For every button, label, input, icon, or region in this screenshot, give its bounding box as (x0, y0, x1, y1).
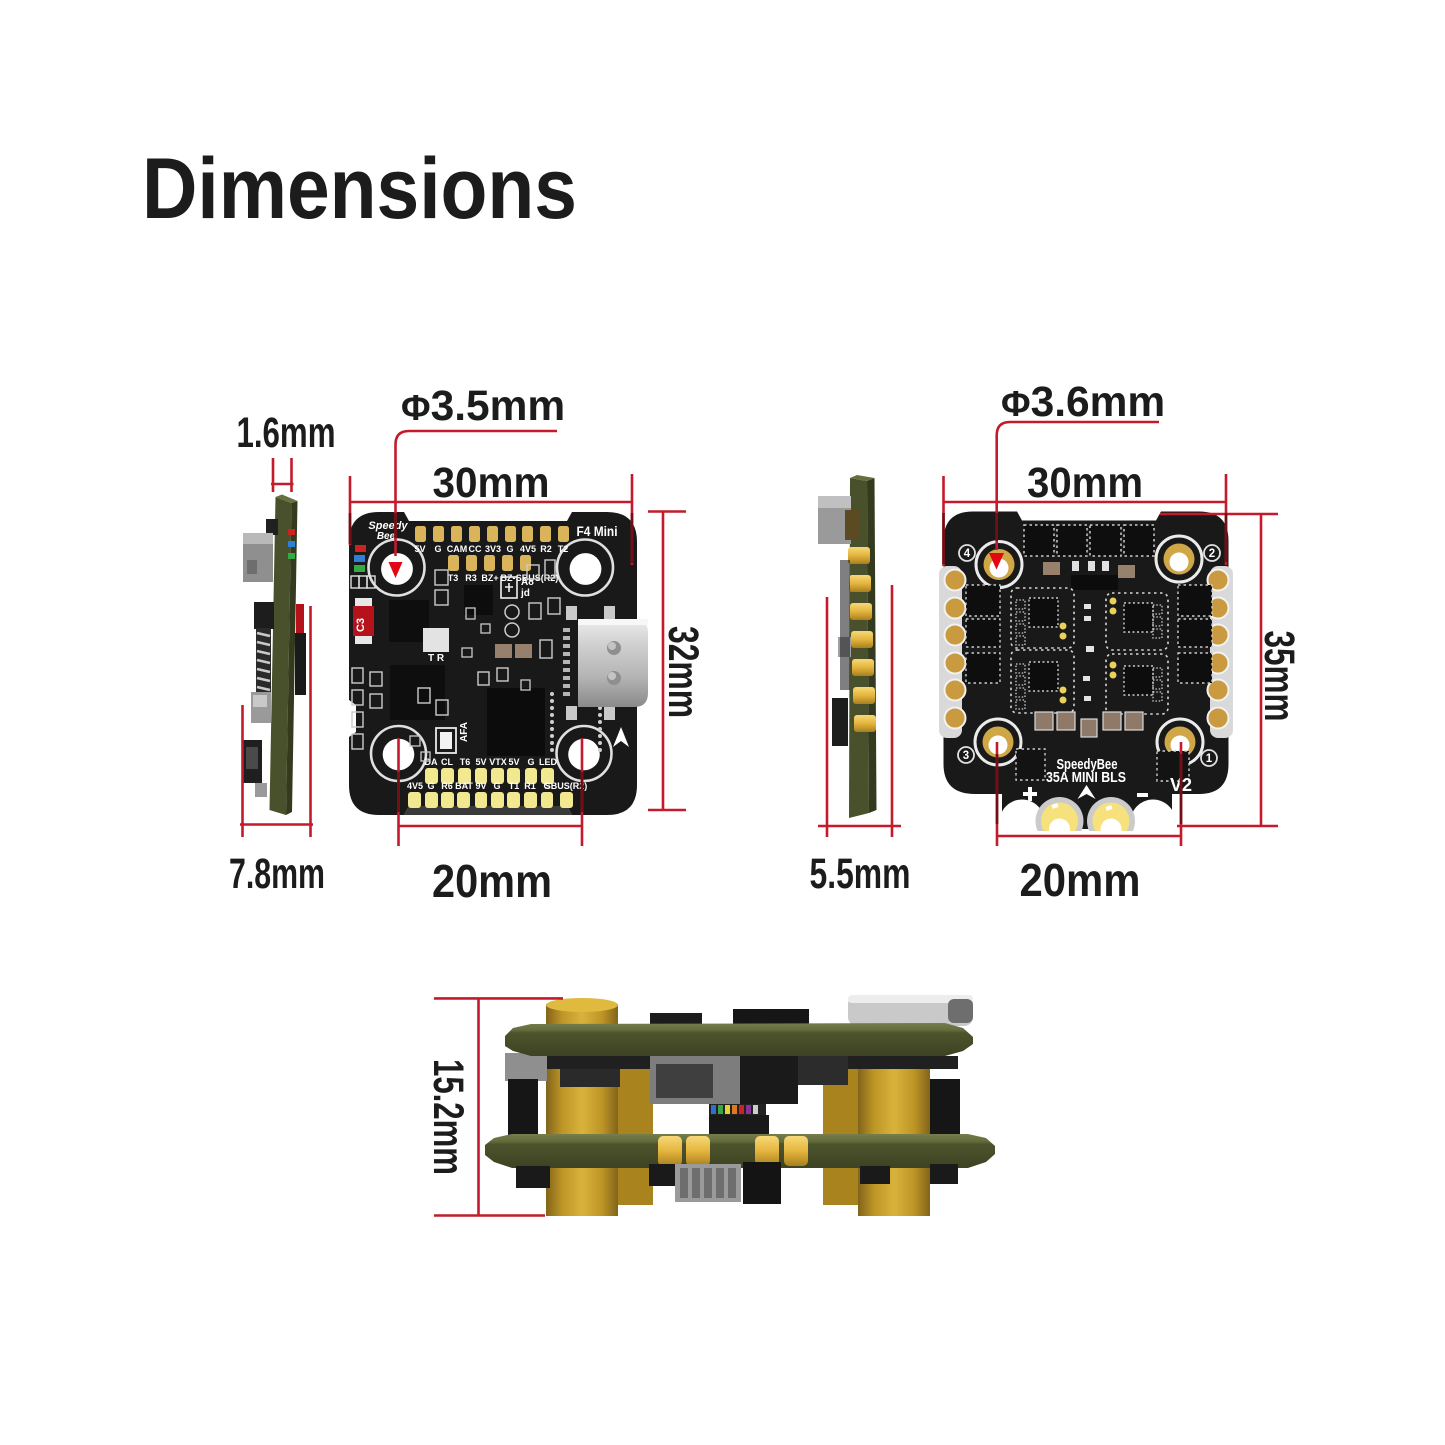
svg-text:BAT: BAT (455, 781, 473, 791)
svg-text:4V5: 4V5 (407, 781, 423, 791)
svg-text:G: G (427, 781, 434, 791)
svg-text:G: G (434, 544, 441, 554)
svg-text:BZ+: BZ+ (481, 573, 498, 583)
svg-text:T3: T3 (448, 573, 459, 583)
svg-text:R2: R2 (540, 544, 552, 554)
svg-text:R1: R1 (524, 781, 536, 791)
svg-text:SBUS(R2): SBUS(R2) (516, 573, 559, 583)
svg-text:35mm: 35mm (1255, 631, 1303, 722)
svg-text:15.2mm: 15.2mm (424, 1059, 472, 1175)
svg-text:3V3: 3V3 (485, 544, 501, 554)
svg-text:R6: R6 (441, 781, 453, 791)
svg-text:Speedy: Speedy (368, 520, 408, 532)
svg-text:5V: 5V (414, 544, 425, 554)
svg-text:5V: 5V (475, 757, 486, 767)
svg-text:4: 4 (964, 548, 971, 560)
svg-text:SpeedyBee: SpeedyBee (1057, 757, 1118, 773)
svg-text:G: G (493, 781, 500, 791)
svg-text:jd: jd (520, 588, 530, 599)
svg-text:F4 Mini: F4 Mini (577, 524, 618, 539)
svg-text:Bee: Bee (377, 531, 396, 542)
svg-text:G: G (527, 757, 534, 767)
svg-text:DA: DA (425, 757, 438, 767)
svg-text:CAM: CAM (447, 544, 468, 554)
svg-text:A8: A8 (521, 577, 534, 588)
svg-text:35A MINI BLS: 35A MINI BLS (1046, 770, 1126, 786)
svg-text:G: G (543, 781, 550, 791)
svg-text:5.5mm: 5.5mm (810, 850, 911, 898)
svg-text:Dimensions: Dimensions (142, 141, 577, 237)
svg-text:4V5: 4V5 (520, 544, 536, 554)
svg-text:T1: T1 (509, 781, 520, 791)
svg-text:Φ3.6mm: Φ3.6mm (1001, 379, 1165, 426)
svg-text:7.8mm: 7.8mm (229, 850, 325, 898)
svg-text:CL: CL (441, 757, 453, 767)
svg-text:32mm: 32mm (659, 626, 707, 718)
svg-text:LED: LED (539, 757, 558, 767)
svg-text:9V: 9V (475, 781, 486, 791)
svg-text:Φ3.5mm: Φ3.5mm (401, 383, 565, 430)
svg-text:30mm: 30mm (1027, 459, 1143, 507)
svg-text:30mm: 30mm (433, 459, 550, 507)
svg-text:C3: C3 (355, 618, 367, 632)
svg-text:T6: T6 (460, 757, 471, 767)
svg-text:G: G (506, 544, 513, 554)
svg-text:2: 2 (1209, 548, 1215, 560)
svg-text:T R: T R (428, 653, 445, 664)
svg-text:CC: CC (469, 544, 482, 554)
svg-text:1.6mm: 1.6mm (237, 409, 336, 457)
svg-text:VTX: VTX (489, 757, 507, 767)
svg-text:5V: 5V (508, 757, 519, 767)
svg-text:3: 3 (963, 750, 969, 762)
svg-text:20mm: 20mm (432, 855, 552, 907)
svg-text:R3: R3 (465, 573, 477, 583)
svg-text:20mm: 20mm (1020, 854, 1141, 906)
svg-text:1: 1 (1206, 753, 1213, 765)
svg-text:AFA: AFA (459, 722, 470, 742)
svg-text:BZ-: BZ- (501, 573, 516, 583)
svg-text:SBUS(R2): SBUS(R2) (545, 781, 588, 791)
svg-text:T2: T2 (558, 544, 569, 554)
